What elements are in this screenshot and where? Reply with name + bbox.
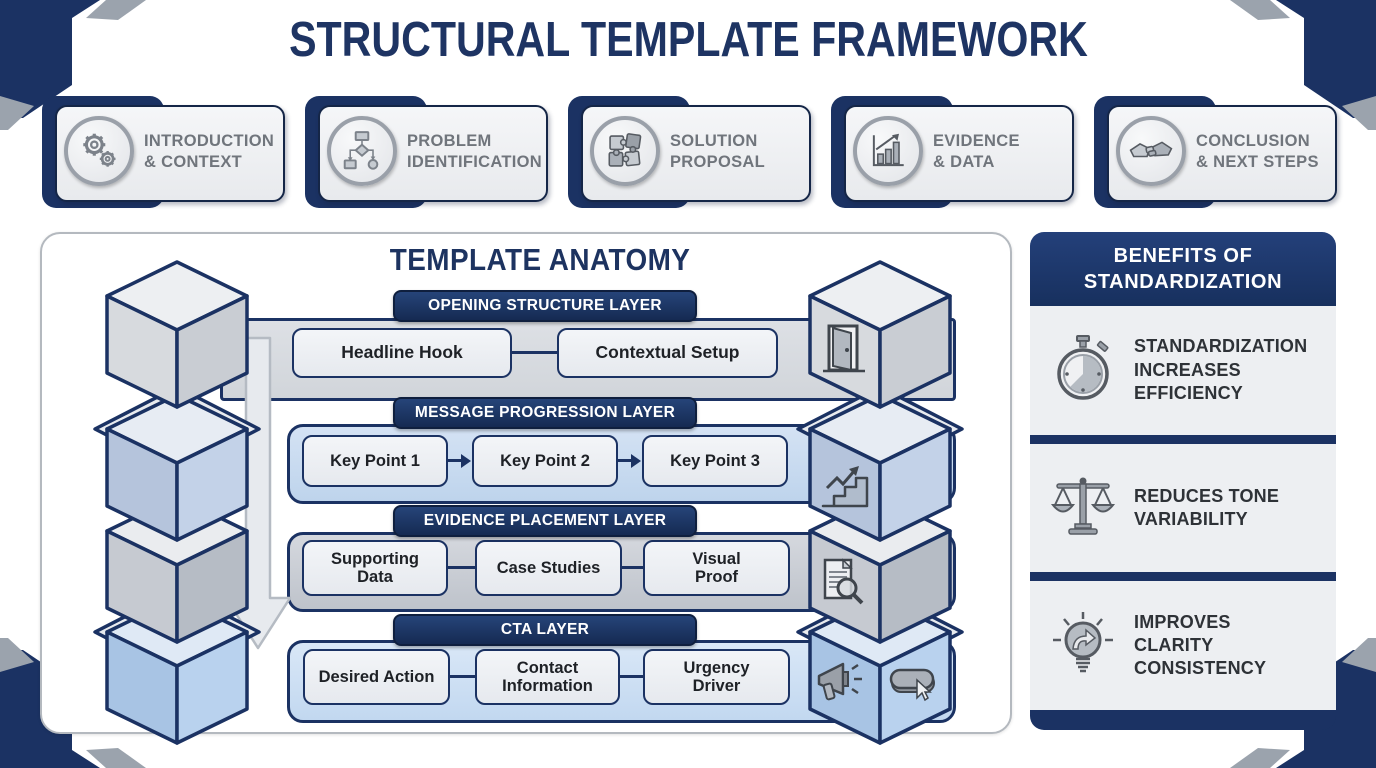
bar-chart-icon xyxy=(853,116,923,186)
connector-line xyxy=(618,675,645,678)
benefits-sidebar: BENEFITS OF STANDARDIZATION STANDARDIZ xyxy=(1030,232,1336,731)
benefits-footer-bar xyxy=(1030,710,1336,731)
anatomy-box: Visual Proof xyxy=(643,540,790,596)
scales-icon xyxy=(1044,472,1122,544)
anatomy-box: Headline Hook xyxy=(292,328,512,378)
page-title: STRUCTURAL TEMPLATE FRAMEWORK xyxy=(288,13,1088,67)
layer-label: OPENING STRUCTURE LAYER xyxy=(393,290,697,322)
megaphone-icon xyxy=(817,662,862,701)
benefit-item-clarity: IMPROVES CLARITY CONSISTENCY xyxy=(1030,581,1336,711)
anatomy-box: Key Point 2 xyxy=(472,435,618,487)
section-card-label: EVIDENCE & DATA xyxy=(933,131,1020,171)
connector-line xyxy=(510,351,559,354)
section-card-evidence: EVIDENCE & DATA xyxy=(831,96,1075,208)
benefit-text: REDUCES TONE VARIABILITY xyxy=(1134,485,1280,529)
section-card-label: PROBLEM IDENTIFICATION xyxy=(407,131,542,171)
benefits-divider xyxy=(1030,572,1336,582)
anatomy-title: TEMPLATE ANATOMY xyxy=(389,242,691,277)
cube-stack-right xyxy=(796,260,964,745)
benefit-text: IMPROVES CLARITY CONSISTENCY xyxy=(1134,611,1267,679)
flowchart-icon xyxy=(327,116,397,186)
anatomy-box: Supporting Data xyxy=(302,540,448,596)
connector-arrow xyxy=(447,453,471,468)
growth-stairs-icon xyxy=(821,466,869,508)
handshake-icon xyxy=(1116,116,1186,186)
section-card-label: SOLUTION PROPOSAL xyxy=(670,131,765,171)
anatomy-box: Case Studies xyxy=(475,540,622,596)
gears-icon xyxy=(64,116,134,186)
layer-label: MESSAGE PROGRESSION LAYER xyxy=(393,397,697,429)
puzzle-icon xyxy=(590,116,660,186)
section-card-solution: SOLUTION PROPOSAL xyxy=(568,96,812,208)
section-card-label: CONCLUSION & NEXT STEPS xyxy=(1196,131,1319,171)
connector-line xyxy=(446,566,477,569)
door-icon xyxy=(823,324,865,373)
benefit-text: STANDARDIZATION INCREASES EFFICIENCY xyxy=(1134,336,1308,404)
document-search-icon xyxy=(823,558,864,605)
corner-decoration-top-left xyxy=(0,0,146,130)
stopwatch-icon xyxy=(1044,334,1122,406)
section-card-label: INTRODUCTION & CONTEXT xyxy=(144,131,275,171)
layer-label: EVIDENCE PLACEMENT LAYER xyxy=(393,505,697,537)
button-cursor-icon xyxy=(889,668,935,702)
anatomy-box: Key Point 1 xyxy=(302,435,448,487)
anatomy-box: Contextual Setup xyxy=(557,328,778,378)
connector-line xyxy=(620,566,645,569)
anatomy-box: Key Point 3 xyxy=(642,435,788,487)
cube-stack-left xyxy=(93,260,261,745)
anatomy-box: Urgency Driver xyxy=(643,649,790,705)
benefit-item-efficiency: STANDARDIZATION INCREASES EFFICIENCY xyxy=(1030,306,1336,435)
connector-arrow xyxy=(617,453,641,468)
benefits-divider xyxy=(1030,434,1336,444)
benefits-header: BENEFITS OF STANDARDIZATION xyxy=(1030,232,1336,306)
connector-line xyxy=(448,675,477,678)
anatomy-box: Desired Action xyxy=(303,649,450,705)
corner-decoration-top-right xyxy=(1230,0,1376,130)
anatomy-box: Contact Information xyxy=(475,649,620,705)
section-card-problem: PROBLEM IDENTIFICATION xyxy=(305,96,549,208)
section-card-conclusion: CONCLUSION & NEXT STEPS xyxy=(1094,96,1338,208)
section-card-introduction: INTRODUCTION & CONTEXT xyxy=(42,96,286,208)
lightbulb-icon xyxy=(1044,610,1122,682)
layer-label: CTA LAYER xyxy=(393,614,697,646)
benefit-item-tone: REDUCES TONE VARIABILITY xyxy=(1030,443,1336,573)
